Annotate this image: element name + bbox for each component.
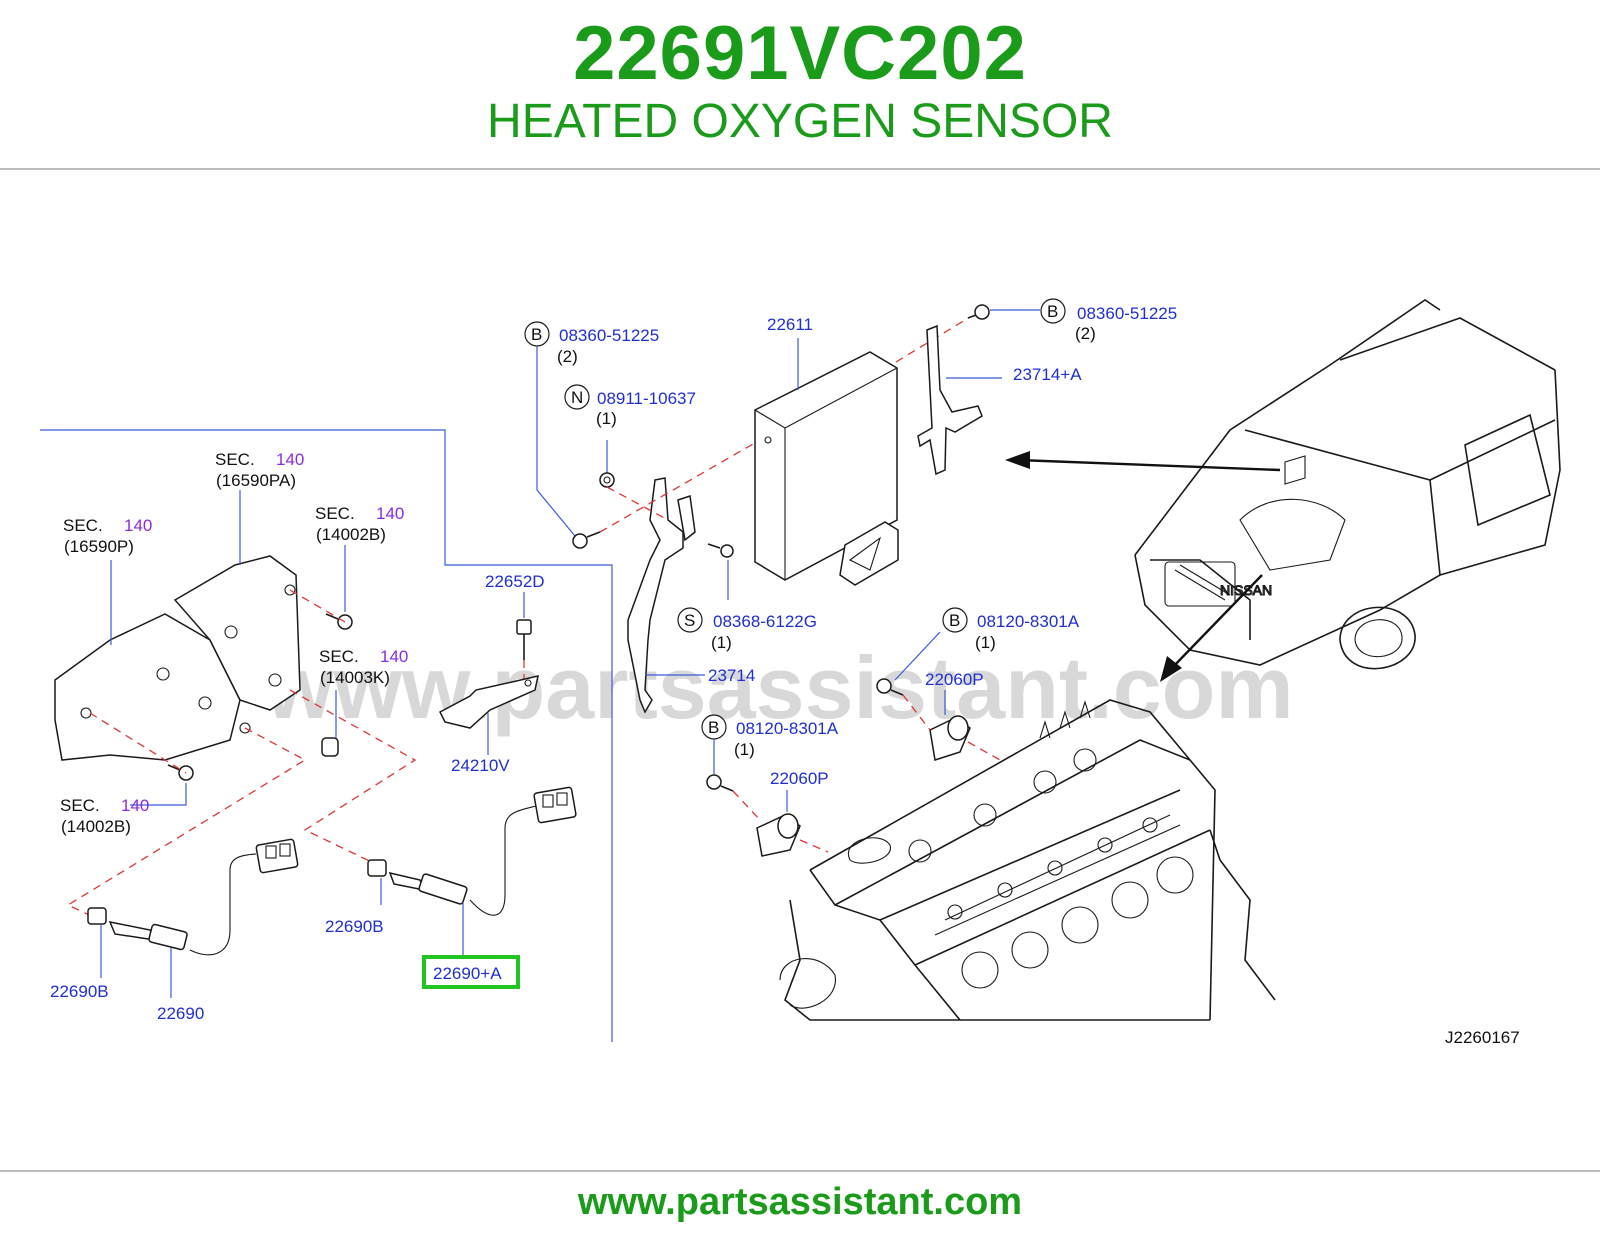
- svg-text:(14002B): (14002B): [61, 817, 131, 836]
- svg-text:(16590PA): (16590PA): [216, 471, 296, 490]
- svg-text:140: 140: [124, 516, 152, 535]
- knock-sensor-upper: [929, 715, 971, 761]
- callout-n-08911[interactable]: N 08911-10637 (1): [564, 384, 696, 428]
- svg-text:08911-10637: 08911-10637: [597, 389, 696, 408]
- label-22652d[interactable]: 22652D: [485, 572, 545, 591]
- shield-bolt-upper: [325, 613, 353, 630]
- page-header: 22691VC202 HEATED OXYGEN SENSOR: [0, 0, 1600, 168]
- label-22690[interactable]: 22690: [157, 1004, 204, 1023]
- bracket-23714: [627, 477, 696, 714]
- svg-text:B: B: [949, 611, 960, 630]
- label-22690b-mid[interactable]: 22690B: [325, 917, 384, 936]
- arrow-to-ecm: [1005, 451, 1281, 472]
- highlight-box-22690a: [422, 955, 520, 989]
- ecm-box-22611: [754, 351, 899, 586]
- shield-bolt-plug: [321, 737, 339, 757]
- bolt-22652d: [516, 619, 532, 660]
- section-label-14002b-lower: SEC. 140 (14002B): [60, 796, 149, 836]
- svg-text:(14003K): (14003K): [320, 668, 390, 687]
- bolt-08360-left: [572, 531, 601, 549]
- svg-text:140: 140: [276, 450, 304, 469]
- label-22611[interactable]: 22611: [767, 315, 813, 334]
- section-frame: [40, 429, 613, 1042]
- arrow-to-engine: [1160, 574, 1263, 682]
- svg-text:(1): (1): [734, 740, 755, 759]
- callout-b-08120-lower[interactable]: B 08120-8301A (1): [701, 714, 839, 759]
- diagram-id: J2260167: [1445, 1028, 1520, 1047]
- part-number-title: 22691VC202: [573, 11, 1027, 96]
- svg-text:SEC.: SEC.: [60, 796, 100, 815]
- section-label-14003k: SEC. 140 (14003K): [319, 647, 408, 687]
- callout-b-08360-left[interactable]: B 08360-51225 (2): [524, 321, 659, 366]
- footer-divider: [0, 1170, 1600, 1172]
- part-name-subtitle: HEATED OXYGEN SENSOR: [487, 95, 1113, 148]
- vehicle-outline: NISSAN: [1134, 299, 1561, 670]
- svg-text:08360-51225: 08360-51225: [1077, 304, 1177, 323]
- svg-text:B: B: [531, 325, 542, 344]
- watermark-text: www.partsassistant.com: [264, 638, 1294, 737]
- shield-bolt-lower: [167, 764, 194, 781]
- section-label-16590p: SEC. 140 (16590P): [63, 516, 152, 556]
- svg-text:(14002B): (14002B): [316, 525, 386, 544]
- svg-text:SEC.: SEC.: [215, 450, 255, 469]
- label-23714[interactable]: 23714: [708, 666, 755, 685]
- footer-website[interactable]: www.partsassistant.com: [577, 1181, 1023, 1223]
- svg-text:08120-8301A: 08120-8301A: [736, 719, 839, 738]
- svg-text:N: N: [571, 388, 583, 407]
- callout-b-08120-upper[interactable]: B 08120-8301A (1): [942, 607, 1080, 652]
- bracket-24210v: [439, 675, 539, 729]
- label-23714a[interactable]: 23714+A: [1013, 365, 1082, 384]
- svg-text:(16590P): (16590P): [64, 537, 134, 556]
- label-22060p-upper[interactable]: 22060P: [925, 670, 984, 689]
- svg-text:140: 140: [121, 796, 149, 815]
- svg-text:(1): (1): [711, 633, 732, 652]
- callout-s-08368[interactable]: S 08368-6122G (1): [677, 607, 817, 652]
- bracket-23714a: [917, 324, 983, 476]
- svg-text:(1): (1): [596, 409, 617, 428]
- label-22690a-highlighted[interactable]: 22690+A: [433, 964, 502, 983]
- nut-08911: [599, 472, 615, 488]
- svg-text:SEC.: SEC.: [319, 647, 359, 666]
- svg-text:(1): (1): [975, 633, 996, 652]
- svg-text:08120-8301A: 08120-8301A: [977, 612, 1080, 631]
- callout-b-08360-right[interactable]: B 08360-51225 (2): [1040, 298, 1177, 343]
- svg-text:08360-51225: 08360-51225: [559, 326, 659, 345]
- section-label-14002b-upper: SEC. 140 (14002B): [315, 504, 404, 544]
- svg-text:(2): (2): [557, 347, 578, 366]
- engine-block: [779, 699, 1276, 1021]
- header-divider: [0, 168, 1600, 170]
- svg-text:SEC.: SEC.: [315, 504, 355, 523]
- oxygen-sensor-22690: [87, 838, 299, 956]
- bolt-08120-lower: [706, 774, 734, 792]
- heat-shield-group: [54, 555, 301, 761]
- knock-sensor-lower: [756, 813, 801, 857]
- bolt-08120-upper: [876, 678, 904, 696]
- svg-text:SEC.: SEC.: [63, 516, 103, 535]
- screw-08368: [707, 543, 734, 558]
- svg-text:B: B: [1047, 302, 1058, 321]
- svg-text:140: 140: [380, 647, 408, 666]
- section-label-16590pa: SEC. 140 (16590PA): [215, 450, 304, 490]
- bolt-08360-right: [967, 304, 990, 320]
- label-22690b-left[interactable]: 22690B: [50, 982, 109, 1001]
- svg-text:B: B: [708, 718, 719, 737]
- label-22060p-lower[interactable]: 22060P: [770, 769, 829, 788]
- label-24210v[interactable]: 24210V: [451, 756, 510, 775]
- svg-text:S: S: [684, 611, 695, 630]
- svg-text:08368-6122G: 08368-6122G: [713, 612, 817, 631]
- svg-text:(2): (2): [1075, 324, 1096, 343]
- oxygen-sensor-22690a: [367, 786, 577, 916]
- svg-text:140: 140: [376, 504, 404, 523]
